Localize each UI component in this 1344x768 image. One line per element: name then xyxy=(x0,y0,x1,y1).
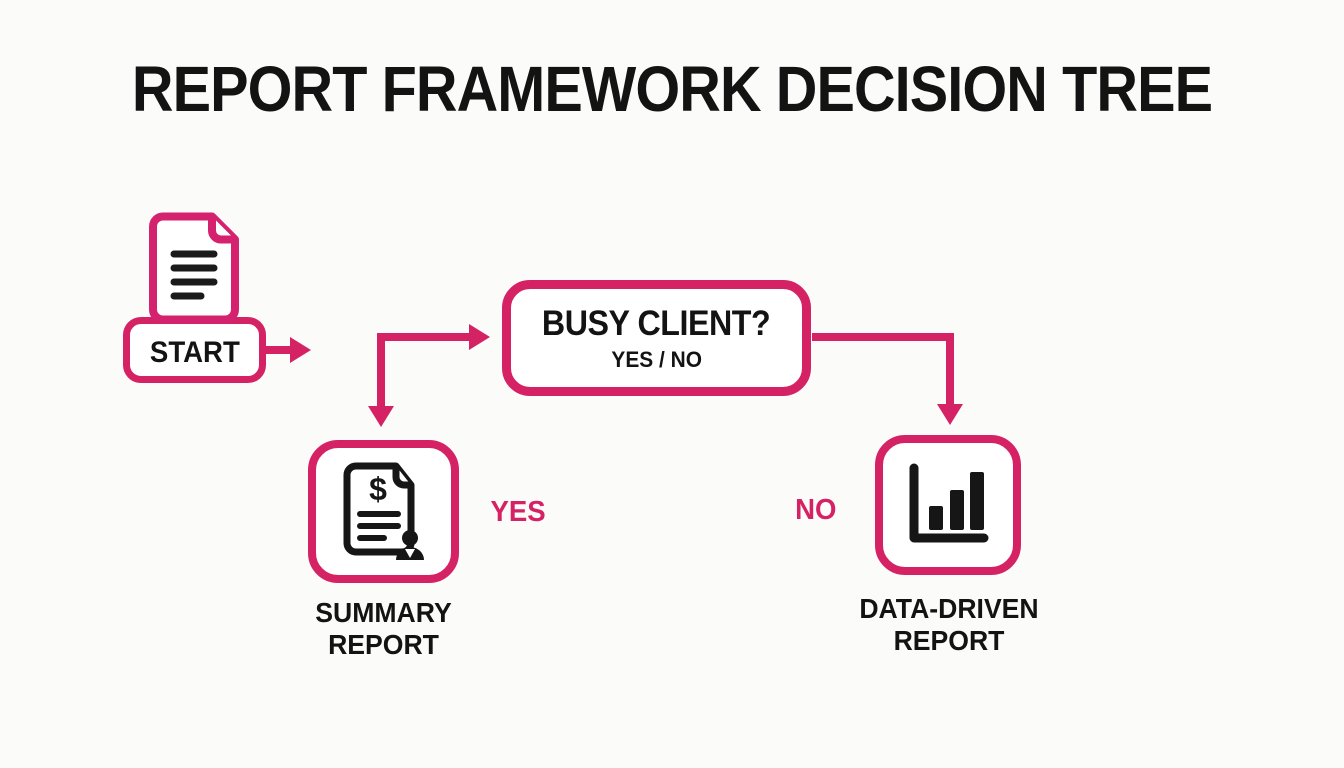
summary-report-node: $ xyxy=(308,440,459,583)
summary-report-label: SUMMARY REPORT xyxy=(315,597,452,660)
start-label: START xyxy=(149,336,240,369)
start-arrow-shaft xyxy=(261,346,292,354)
summary-arrow-head-icon xyxy=(368,406,394,427)
start-node: START xyxy=(123,317,266,383)
start-arrow-head-icon xyxy=(290,337,311,363)
data-driven-report-node xyxy=(875,435,1021,575)
decision-question: BUSY CLIENT? xyxy=(542,303,771,343)
no-edge-label: NO xyxy=(795,494,837,526)
svg-text:$: $ xyxy=(369,471,387,507)
dollar-document-person-icon: $ xyxy=(343,462,424,560)
no-elbow-vertical-shaft xyxy=(946,333,954,405)
page-title: REPORT FRAMEWORK DECISION TREE xyxy=(131,53,1213,125)
decision-node: BUSY CLIENT? YES / NO xyxy=(502,280,811,396)
yes-edge-label: YES xyxy=(490,496,546,528)
decision-arrow-head-icon xyxy=(469,324,490,350)
decision-options: YES / NO xyxy=(611,346,702,372)
document-icon xyxy=(149,212,239,324)
yes-elbow-vertical-shaft xyxy=(377,333,385,408)
bar-chart-icon xyxy=(909,463,989,543)
no-elbow-horizontal-shaft xyxy=(812,333,954,341)
data-arrow-head-icon xyxy=(937,404,963,425)
data-driven-report-label: DATA-DRIVEN REPORT xyxy=(859,593,1039,656)
yes-elbow-horizontal-shaft xyxy=(377,333,471,341)
